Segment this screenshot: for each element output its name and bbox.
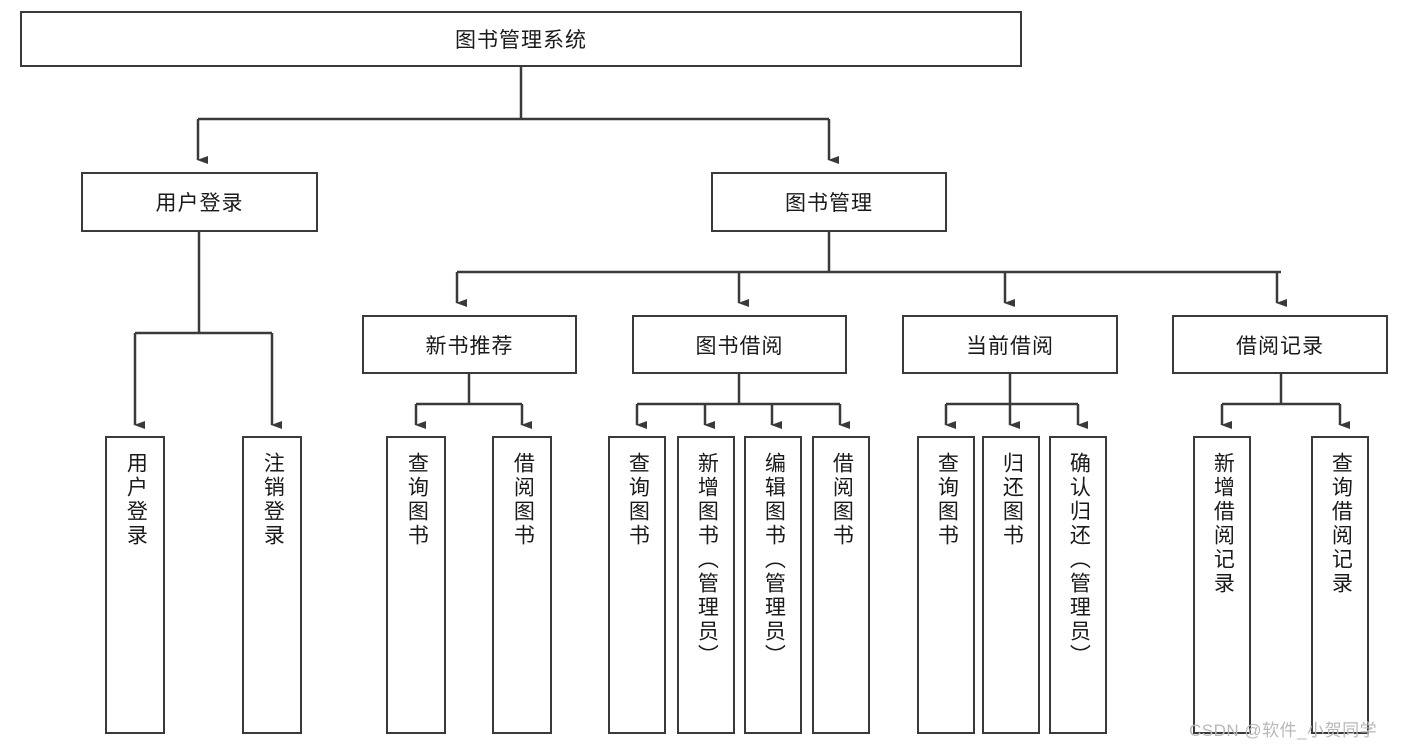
leaf-user-login-signout[interactable]: 注销登录 <box>242 436 302 734</box>
node-label: 当前借阅 <box>966 334 1054 358</box>
node-root-system[interactable]: 图书管理系统 <box>20 11 1022 67</box>
node-label: 图书借阅 <box>695 334 784 358</box>
node-borrow-record[interactable]: 借阅记录 <box>1172 315 1388 374</box>
leaf-label: 查询图书 <box>405 452 429 548</box>
leaf-label: 查询借阅记录 <box>1329 452 1353 596</box>
leaf-label: 注销登录 <box>261 452 285 548</box>
leaf-label: 新增借阅记录 <box>1211 452 1235 596</box>
leaf-label: 查询图书 <box>626 452 650 548</box>
node-new-book-recommend[interactable]: 新书推荐 <box>362 315 577 374</box>
leaf-recommend-search-book[interactable]: 查询图书 <box>386 436 446 734</box>
leaf-label: 用户登录 <box>124 452 148 548</box>
leaf-record-search-record[interactable]: 查询借阅记录 <box>1311 436 1369 734</box>
node-user-login[interactable]: 用户登录 <box>81 172 318 232</box>
leaf-borrow-search-book[interactable]: 查询图书 <box>608 436 666 734</box>
node-label: 图书管理 <box>785 192 873 215</box>
node-book-borrow[interactable]: 图书借阅 <box>632 315 847 374</box>
leaf-borrow-edit-book-admin[interactable]: 编辑图书（管理员） <box>744 436 802 734</box>
leaf-label: 编辑图书（管理员） <box>762 452 786 668</box>
leaf-current-search-book[interactable]: 查询图书 <box>917 436 975 734</box>
node-label: 用户登录 <box>155 192 244 215</box>
node-book-management[interactable]: 图书管理 <box>711 172 947 232</box>
node-label: 新书推荐 <box>425 334 514 358</box>
watermark: CSDN @软件_小贺同学 <box>1189 721 1378 740</box>
leaf-label: 借阅图书 <box>830 452 854 548</box>
leaf-record-add-record[interactable]: 新增借阅记录 <box>1193 436 1251 734</box>
leaf-current-return-book[interactable]: 归还图书 <box>982 436 1040 734</box>
leaf-label: 借阅图书 <box>511 452 535 548</box>
leaf-label: 确认归还（管理员） <box>1067 452 1091 668</box>
leaf-borrow-borrow-book[interactable]: 借阅图书 <box>812 436 870 734</box>
leaf-borrow-add-book-admin[interactable]: 新增图书（管理员） <box>677 436 735 734</box>
leaf-recommend-borrow-book[interactable]: 借阅图书 <box>492 436 552 734</box>
node-label: 借阅记录 <box>1236 334 1324 358</box>
leaf-user-login-signin[interactable]: 用户登录 <box>105 436 165 734</box>
leaf-label: 查询图书 <box>935 452 959 548</box>
node-label: 图书管理系统 <box>455 29 587 52</box>
leaf-label: 新增图书（管理员） <box>695 452 719 668</box>
node-current-borrow[interactable]: 当前借阅 <box>902 315 1118 374</box>
leaf-current-confirm-return-admin[interactable]: 确认归还（管理员） <box>1049 436 1107 734</box>
leaf-label: 归还图书 <box>1000 452 1024 548</box>
